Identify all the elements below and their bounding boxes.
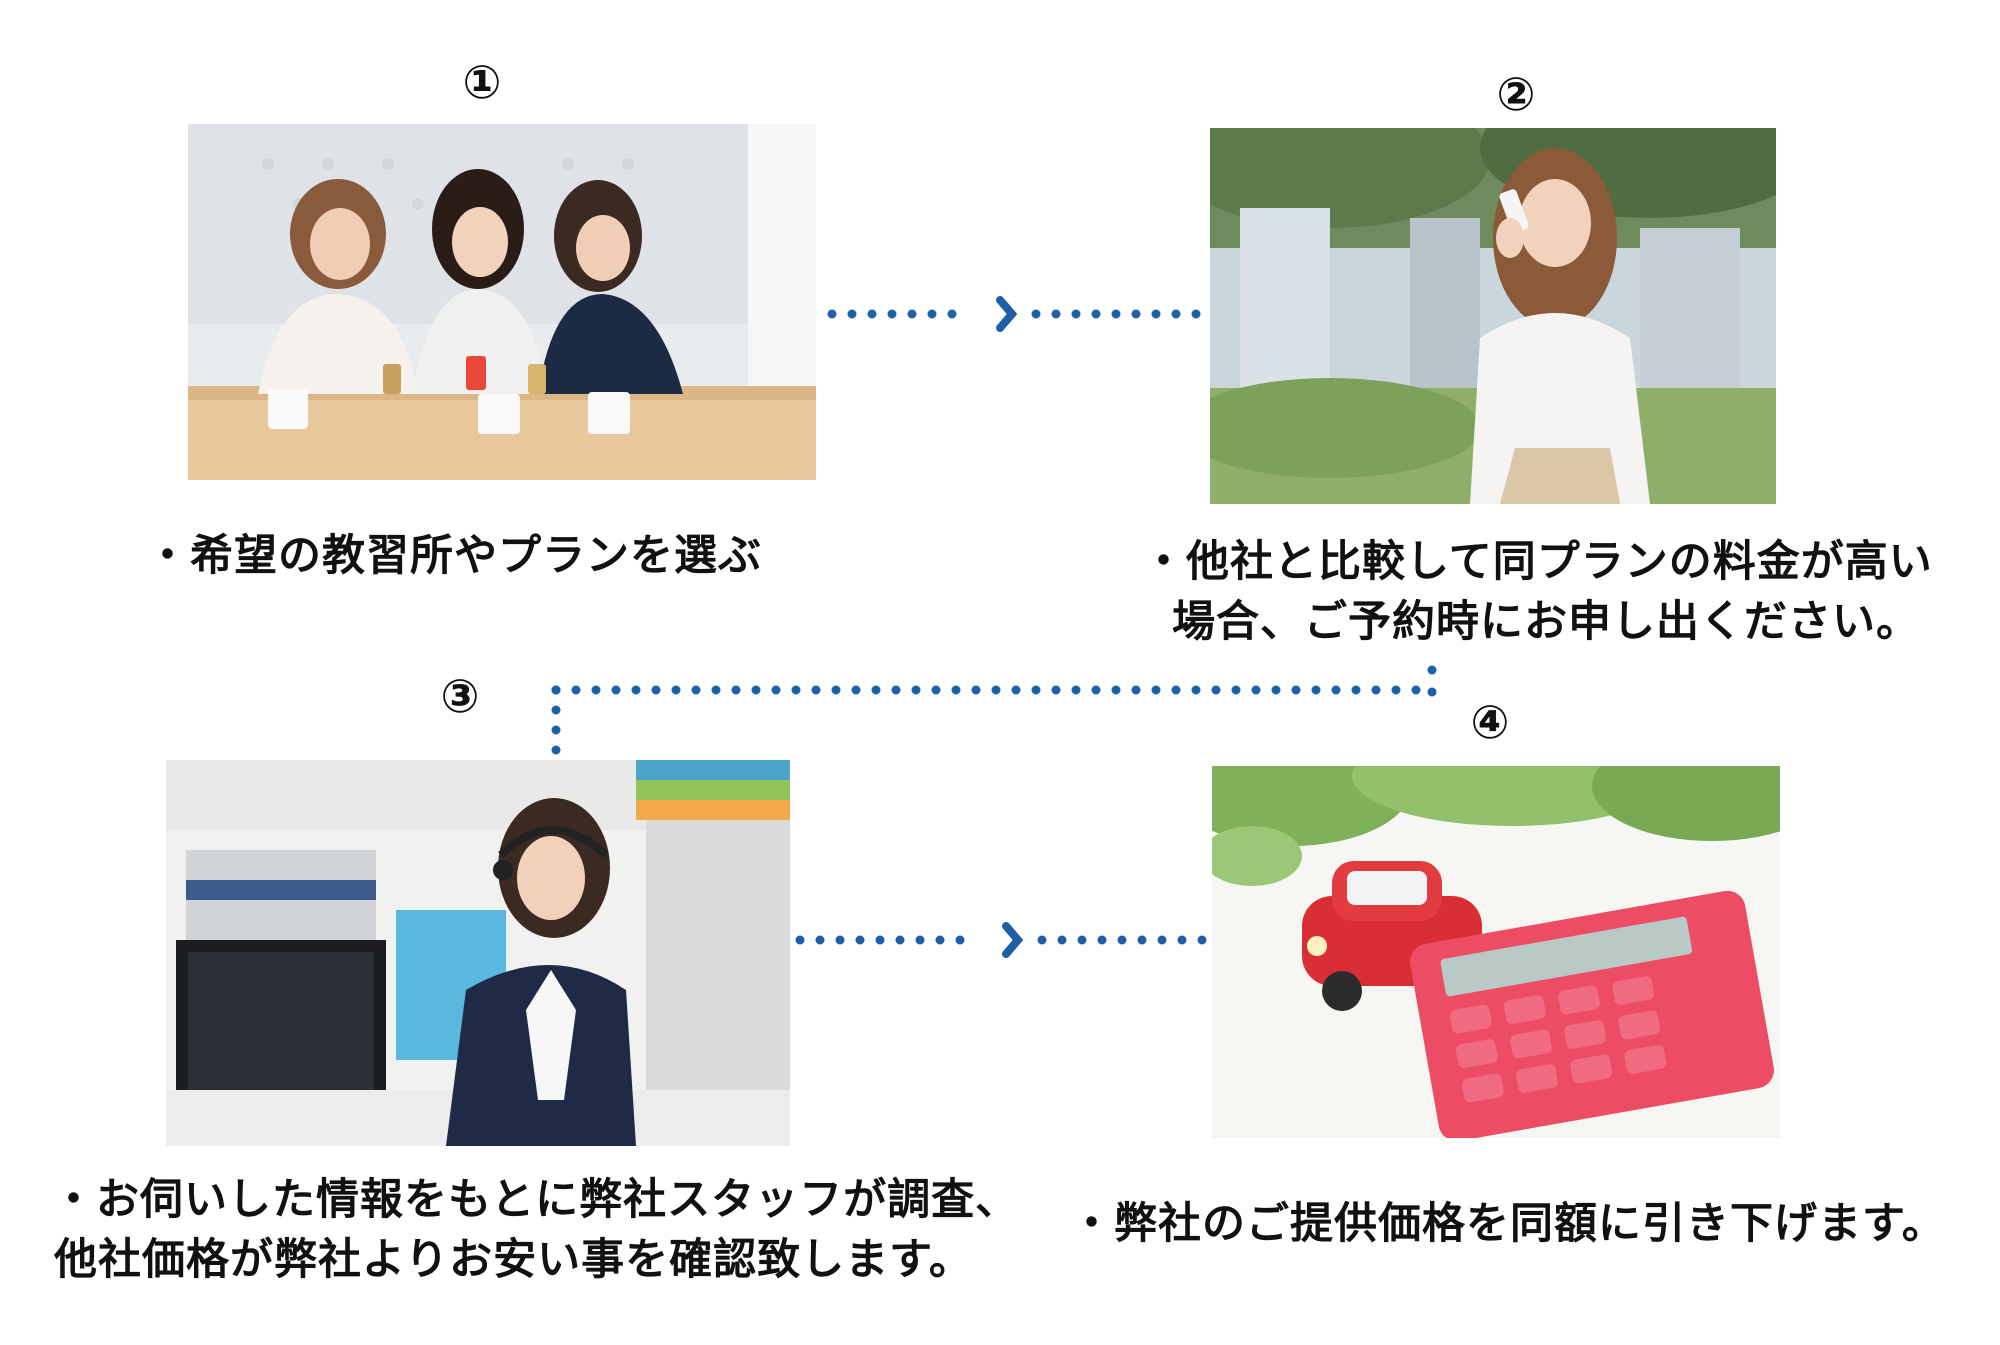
step-3-caption-line-1: ・お伺いした情報をもとに弊社スタッフが調査、 <box>52 1175 1020 1225</box>
step-4-caption: ・弊社のご提供価格を同額に引き下げます。 <box>1070 1194 1946 1254</box>
step-4-number: ④ <box>1470 695 1510 749</box>
step-2-caption-line-2: 場合、ご予約時にお申し出ください。 <box>1172 597 1920 647</box>
step-3-caption-line-2: 他社価格が弊社よりお安い事を確認致します。 <box>54 1235 973 1285</box>
connector-1-to-2 <box>827 296 1211 332</box>
step-1-caption: ・希望の教習所やプランを選ぶ <box>146 526 762 586</box>
step-3-number: ③ <box>440 669 480 723</box>
step-2-number: ② <box>1496 67 1536 121</box>
step-3-caption: ・お伺いした情報をもとに弊社スタッフが調査、 他社価格が弊社よりお安い事を確認致… <box>52 1170 1019 1290</box>
step-1-photo <box>188 124 816 480</box>
step-1-caption-line-1: ・希望の教習所やプランを選ぶ <box>146 531 762 581</box>
step-2-caption: ・他社と比較して同プランの料金が高い 場合、ご予約時にお申し出ください。 <box>1142 532 1933 652</box>
step-2-caption-line-1: ・他社と比較して同プランの料金が高い <box>1142 537 1933 587</box>
connector-2-to-3 <box>551 665 1437 765</box>
step-4-caption-line-1: ・弊社のご提供価格を同額に引き下げます。 <box>1070 1199 1946 1249</box>
step-2-photo <box>1210 128 1776 504</box>
connector-3-to-4-arrowhead <box>1002 922 1024 958</box>
connector-3-to-4 <box>795 922 1211 958</box>
step-3-photo <box>166 760 790 1146</box>
connector-1-to-2-arrowhead <box>996 296 1018 332</box>
step-4-photo <box>1212 766 1780 1138</box>
step-1-number: ① <box>462 55 502 109</box>
